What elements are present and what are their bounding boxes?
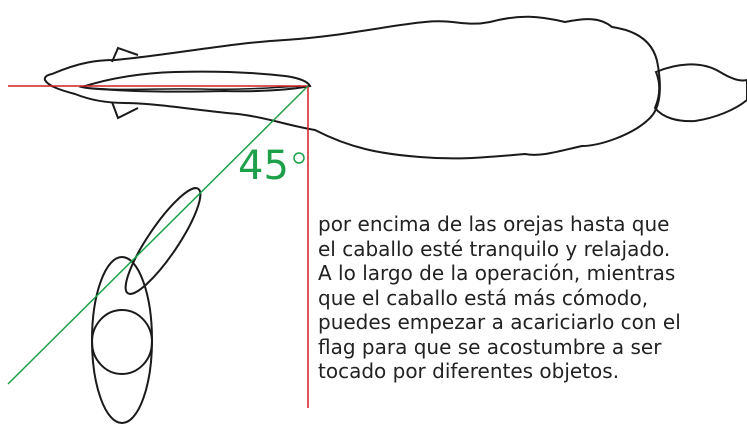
text-line: tocado por diferentes objetos. [318,359,620,383]
angle-45-line [7,85,309,385]
horse-ear-lower [111,101,139,120]
flag-stick-outline [124,187,202,295]
text-line: A lo largo de la operación, mientras [318,261,676,285]
text-line: por encima de las orejas hasta que [318,212,670,236]
horse-mane-line [89,85,301,91]
horse-body-outline [43,15,661,160]
handler-head-outline [91,309,153,375]
degree-symbol [293,152,305,164]
instruction-text: por encima de las orejas hasta que el ca… [318,212,747,384]
horse-ear-upper [111,46,139,63]
text-line: el caballo esté tranquilo y relajado. [318,236,671,261]
angle-label: 45 [238,143,289,189]
text-line: que el caballo está más cómodo, [318,285,649,310]
handler-body-outline [91,256,153,424]
horse-neck-outline [78,70,312,93]
horse-tail-outline [653,63,747,123]
text-line: puedes empezar a acariciarlo con el [318,310,681,334]
text-line: flag para que se acostumbre a ser [318,334,662,359]
